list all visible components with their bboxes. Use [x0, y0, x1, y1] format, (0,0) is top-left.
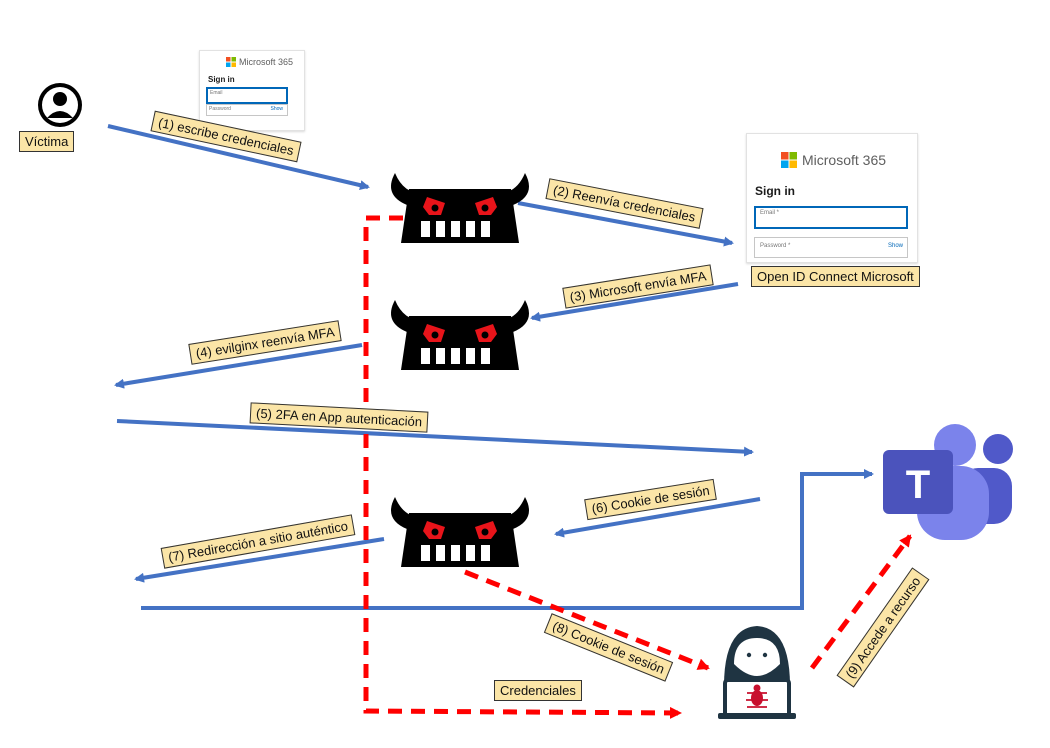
demon-proxy-icon: [391, 173, 529, 243]
email-placeholder: Email: [210, 90, 223, 96]
sign-in-title: Sign in: [755, 184, 795, 198]
arrow-step5: [116, 419, 754, 457]
brand-name: Microsoft 365: [802, 152, 887, 168]
login-card-small: Microsoft 365 Sign in Email Password Show: [199, 50, 305, 131]
email-field[interactable]: Email *: [754, 206, 908, 229]
arrow-step8: [464, 569, 710, 671]
password-placeholder: Password: [209, 106, 231, 112]
show-password-button[interactable]: Show: [887, 243, 903, 249]
arrow-credentials: [363, 215, 682, 719]
hacker-icon: [718, 626, 796, 719]
microsoft-logo-icon: Microsoft 365: [781, 152, 886, 168]
show-password-button[interactable]: Show: [270, 106, 283, 112]
brand-name: Microsoft 365: [239, 57, 294, 67]
arrow-step3: [530, 282, 739, 322]
password-placeholder: Password *: [760, 243, 791, 249]
sign-in-title: Sign in: [208, 75, 235, 84]
arrow-step2: [517, 201, 734, 247]
microsoft-logo-icon: Microsoft 365: [226, 57, 293, 67]
email-placeholder: Email *: [760, 210, 780, 216]
arrow-step4: [114, 343, 363, 389]
arrow-step1: [107, 124, 370, 191]
demon-proxy-icon: [391, 497, 529, 567]
teams-letter: T: [906, 463, 930, 507]
arrow-step7: [134, 537, 385, 583]
login-card-large: Microsoft 365 Sign in Email * Password *…: [746, 133, 918, 263]
password-field[interactable]: Password Show: [206, 104, 288, 116]
demon-proxy-icon: [391, 300, 529, 370]
user-icon: [38, 83, 82, 127]
arrow-redirect-to-teams: [141, 469, 874, 610]
arrow-step9: [809, 534, 913, 670]
email-field[interactable]: Email: [206, 87, 288, 104]
teams-icon: T: [883, 424, 1013, 540]
bug-icon: [746, 684, 768, 708]
password-field[interactable]: Password * Show: [754, 237, 908, 258]
victim-label: Víctima: [19, 131, 75, 152]
credentials-label: Credenciales: [494, 680, 582, 701]
openid-label: Open ID Connect Microsoft: [751, 266, 920, 287]
arrow-step6: [554, 497, 761, 538]
